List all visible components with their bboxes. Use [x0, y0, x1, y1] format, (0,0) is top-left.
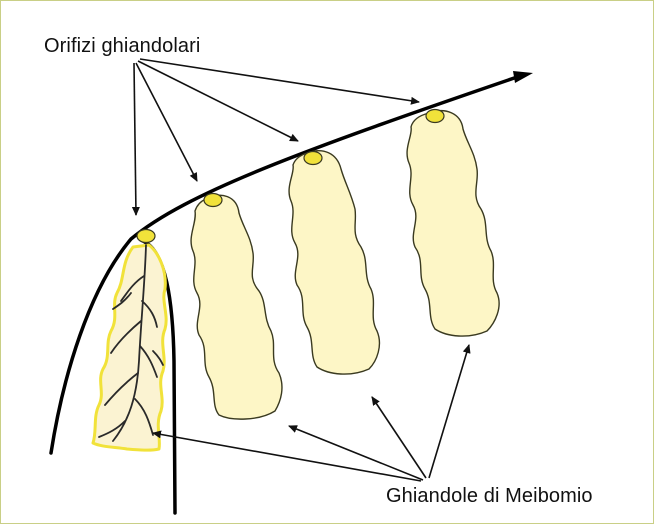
arrow-to-gland-3: [372, 397, 426, 478]
arrow-to-orifice-4: [140, 59, 419, 102]
orifice-4: [426, 110, 444, 123]
orifice-arrows: [134, 59, 419, 215]
inflamed-gland: [93, 230, 166, 451]
gland-4-body: [407, 111, 499, 336]
arrow-to-orifice-3: [138, 61, 298, 141]
gland-2: [191, 194, 282, 420]
orifices-label: Orifizi ghiandolari: [44, 35, 200, 58]
arrow-to-gland-2: [289, 426, 423, 480]
arrow-to-orifice-2: [136, 63, 197, 181]
orifice-1: [137, 230, 155, 243]
arrow-to-gland-1: [153, 433, 421, 481]
gland-arrows: [153, 345, 469, 481]
eyelid-margin-tip: [513, 71, 533, 83]
inflamed-gland-body: [93, 245, 166, 450]
orifice-2: [204, 194, 222, 207]
gland-3-body: [289, 151, 379, 374]
arrow-to-gland-4: [429, 345, 469, 478]
gland-2-body: [191, 195, 282, 419]
orifice-3: [304, 152, 322, 165]
gland-4: [407, 110, 499, 337]
glands-label: Ghiandole di Meibomio: [386, 485, 593, 508]
arrow-to-orifice-1: [134, 63, 136, 215]
gland-3: [289, 151, 379, 374]
